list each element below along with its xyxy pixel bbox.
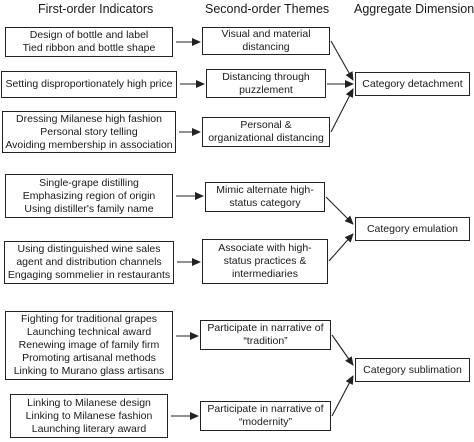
theme-line: Personal &: [240, 119, 292, 131]
indicator-box-3: Dressing Milanese high fashion Personal …: [2, 111, 176, 153]
theme-box-mimic: Mimic alternate high- status category: [205, 182, 325, 212]
theme-line: “tradition”: [243, 335, 288, 347]
indicator-line: Using distiller's family name: [24, 202, 154, 215]
indicator-line: Linking to Milanese fashion: [25, 409, 153, 422]
arrow-theme-4: [325, 196, 354, 225]
theme-line: Associate with high-: [218, 242, 312, 254]
theme-line: Participate in narrative of: [207, 322, 324, 334]
theme-line: “modernity”: [238, 416, 293, 428]
arrow-theme-7: [331, 375, 354, 417]
header-first-order: First-order Indicators: [38, 2, 154, 16]
theme-box-modernity: Participate in narrative of “modernity”: [200, 401, 331, 431]
theme-line: intermediaries: [232, 268, 298, 280]
indicator-line: Launching literary award: [31, 422, 147, 435]
dimension-box-sublimation: Category sublimation: [355, 358, 470, 382]
dimension-label: Category emulation: [366, 222, 459, 235]
indicator-line: Personal story telling: [40, 125, 138, 138]
indicator-line: Dressing Milanese high fashion: [16, 112, 162, 125]
header-aggregate: Aggregate Dimensions: [354, 2, 474, 16]
theme-box-visual-material: Visual and material distancing: [202, 27, 330, 55]
theme-line: status category: [229, 197, 301, 209]
theme-line: organizational distancing: [208, 132, 324, 144]
indicator-box-6: Fighting for traditional grapes Launchin…: [5, 311, 173, 380]
dimension-label: Category detachment: [362, 77, 463, 90]
theme-line: Visual and material: [221, 28, 311, 40]
indicator-line: Avoiding membership in association: [5, 138, 173, 151]
indicator-line: Design of bottle and label: [29, 29, 149, 41]
indicator-line: Using distinguished wine sales: [17, 243, 161, 255]
theme-box-tradition: Participate in narrative of “tradition”: [200, 320, 331, 350]
dimension-box-detachment: Category detachment: [355, 72, 470, 96]
arrow-theme-3: [330, 88, 354, 133]
theme-box-associate: Associate with high- status practices & …: [202, 239, 328, 284]
indicator-line: Tied ribbon and bottle shape: [22, 42, 156, 54]
theme-line: distancing: [242, 41, 290, 53]
indicator-line: Renewing image of family firm: [18, 339, 160, 351]
arrow-theme-6: [331, 334, 354, 366]
theme-line: puzzlement: [239, 83, 293, 96]
arrow-theme-5: [328, 233, 354, 262]
indicator-box-2: Setting disproportionately high price: [1, 71, 177, 98]
theme-box-puzzlement: Distancing through puzzlement: [206, 69, 326, 98]
theme-line: Mimic alternate high-: [216, 184, 314, 196]
indicator-line: Linking to Milanese design: [27, 396, 151, 409]
indicator-line: Fighting for traditional grapes: [21, 313, 157, 325]
indicator-line: Engaging sommelier in restaurants: [7, 269, 171, 281]
theme-line: Participate in narrative of: [207, 403, 324, 415]
indicator-line: Setting disproportionately high price: [5, 78, 173, 90]
dimension-box-emulation: Category emulation: [355, 217, 470, 241]
indicator-line: Single-grape distilling: [39, 176, 139, 189]
indicator-box-5: Using distinguished wine sales agent and…: [4, 241, 174, 284]
header-second-order: Second-order Themes: [205, 2, 330, 16]
dimension-label: Category sublimation: [363, 363, 462, 376]
arrow-theme-1: [330, 40, 354, 81]
indicator-line: Linking to Murano glass artisans: [13, 365, 165, 377]
indicator-box-7: Linking to Milanese design Linking to Mi…: [10, 394, 168, 438]
theme-line: Distancing through: [222, 70, 310, 83]
indicator-line: Launching technical award: [26, 326, 152, 338]
theme-line: status practices &: [223, 255, 307, 267]
indicator-line: agent and distribution channels: [16, 256, 162, 268]
indicator-line: Emphasizing region of origin: [22, 189, 156, 202]
indicator-line: Promoting artisanal methods: [22, 352, 156, 364]
indicator-box-4: Single-grape distilling Emphasizing regi…: [5, 174, 173, 218]
theme-box-personal-organizational: Personal & organizational distancing: [202, 117, 330, 147]
indicator-box-1: Design of bottle and label Tied ribbon a…: [5, 27, 173, 57]
